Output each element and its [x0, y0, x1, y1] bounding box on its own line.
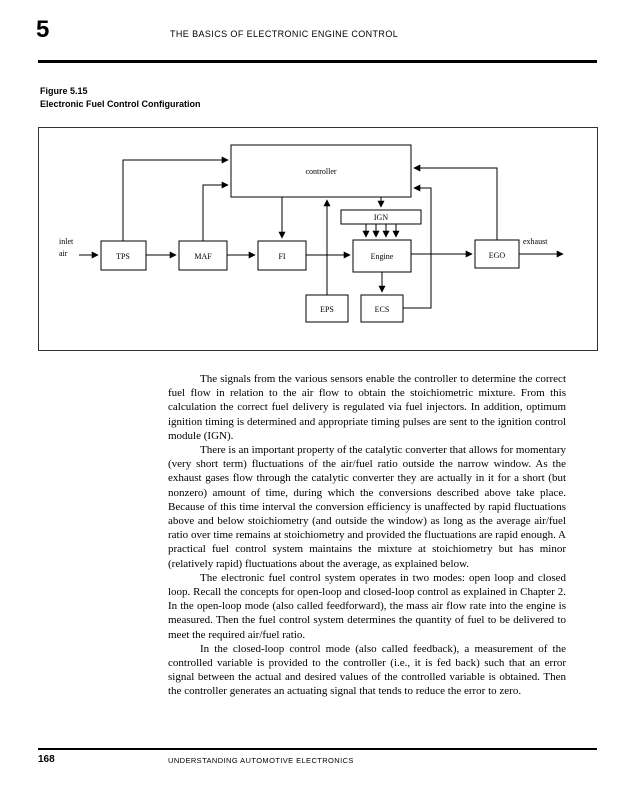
fuel-control-block-diagram: controller IGN TPS MAF FI Engine EGO EPS…	[59, 144, 564, 323]
diagram-blocks	[100, 144, 520, 323]
footer-book-title: UNDERSTANDING AUTOMOTIVE ELECTRONICS	[168, 756, 354, 765]
fi-box	[257, 240, 307, 271]
running-header: THE BASICS OF ELECTRONIC ENGINE CONTROL	[170, 29, 399, 39]
line-maf-to-controller	[202, 181, 229, 241]
ecs-label: ECS	[375, 305, 390, 314]
body-text-column: The signals from the various sensors ena…	[168, 372, 566, 699]
exhaust-label: exhaust	[523, 237, 548, 246]
header-rule	[38, 60, 597, 63]
diagram-connections	[79, 156, 564, 309]
tps-box	[100, 240, 147, 271]
inlet-label-line1: inlet	[59, 237, 74, 246]
controller-box	[230, 144, 412, 198]
figure-label: Figure 5.15	[40, 86, 88, 96]
diagram-flow-labels: inlet air exhaust	[59, 237, 548, 258]
eps-box	[305, 294, 349, 323]
engine-label: Engine	[371, 252, 394, 261]
ecs-box	[360, 294, 404, 323]
engine-box	[352, 239, 412, 273]
line-ego-to-controller	[413, 164, 498, 240]
ign-label: IGN	[374, 213, 388, 222]
figure-diagram: controller IGN TPS MAF FI Engine EGO EPS…	[38, 127, 598, 351]
line-ecs-to-controller	[403, 184, 432, 309]
ego-label: EGO	[489, 251, 506, 260]
ego-box	[474, 239, 520, 269]
maf-label: MAF	[194, 252, 212, 261]
paragraph: The electronic fuel control system opera…	[168, 571, 566, 641]
fi-label: FI	[278, 252, 285, 261]
maf-box	[178, 240, 228, 271]
line-tps-to-controller	[122, 156, 229, 241]
controller-label: controller	[305, 167, 336, 176]
diagram-block-labels: controller IGN TPS MAF FI Engine EGO EPS…	[116, 167, 505, 314]
paragraph: There is an important property of the ca…	[168, 444, 566, 570]
paragraph: The signals from the various sensors ena…	[168, 373, 566, 442]
ign-box	[340, 209, 422, 225]
paragraph: In the closed-loop control mode (also ca…	[168, 642, 566, 698]
footer-rule	[38, 748, 597, 750]
eps-label: EPS	[320, 305, 334, 314]
chapter-number: 5	[36, 16, 50, 43]
figure-title: Electronic Fuel Control Configuration	[40, 99, 201, 109]
tps-label: TPS	[116, 252, 130, 261]
page-number: 168	[38, 754, 55, 765]
inlet-label-line2: air	[59, 249, 68, 258]
